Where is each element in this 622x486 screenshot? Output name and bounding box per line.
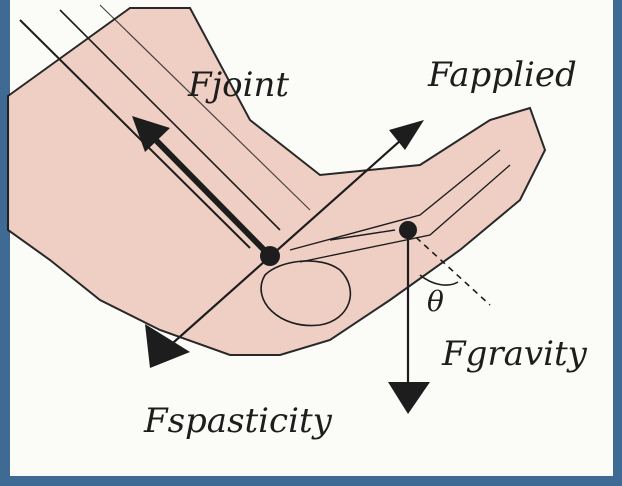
theta-label: θ <box>427 285 444 318</box>
f-applied-label: Fapplied <box>427 55 577 95</box>
theta-arc <box>420 275 458 285</box>
f-gravity-label: Fgravity <box>441 334 588 374</box>
f-gravity-arrowhead <box>388 382 430 414</box>
f-spasticity-label: Fspasticity <box>143 401 333 441</box>
f-joint-label: Fjoint <box>187 65 289 105</box>
